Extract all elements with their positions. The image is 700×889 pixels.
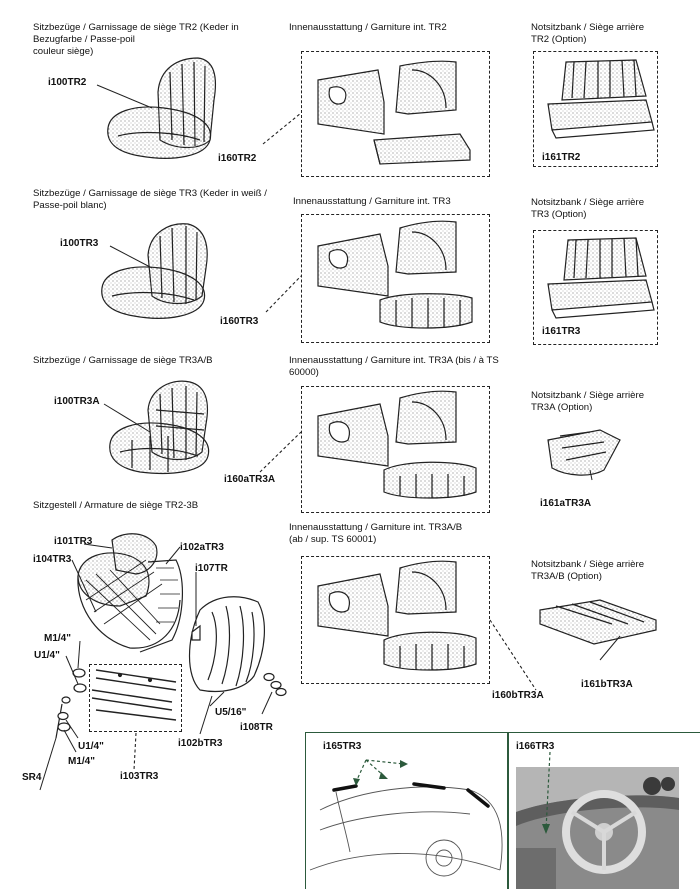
caption-tr3a-interior: Innenausstattung / Garniture int. TR3A (… <box>289 355 499 378</box>
code-i160tr2: i160TR2 <box>218 153 257 164</box>
code-i166tr3: i166TR3 <box>516 741 555 752</box>
code-i100tr2: i100TR2 <box>48 77 87 88</box>
code-i103tr3: i103TR3 <box>120 771 159 782</box>
code-sr4: SR4 <box>22 772 42 783</box>
interior-tr3a-box <box>301 386 490 513</box>
rear-seat-tr2-box <box>533 51 658 167</box>
seat-tr2-drawing <box>107 57 217 159</box>
caption-tr3-interior: Innenausstattung / Garniture int. TR3 <box>293 196 451 207</box>
caption-tr3-rear-seat: Notsitzbank / Siège arrière TR3 (Option) <box>531 197 645 220</box>
code-i102atr3: i102aTR3 <box>180 542 224 553</box>
caption-tr2-seat: Sitzbezüge / Garnissage de siège TR2 (Ke… <box>33 22 239 57</box>
code-i161tr2: i161TR2 <box>542 152 581 163</box>
code-i160btr3a: i160bTR3A <box>492 690 544 701</box>
code-i101tr3: i101TR3 <box>54 536 93 547</box>
rear-seat-tr3-box <box>533 230 658 345</box>
code-u5-16: U5/16" <box>215 707 247 718</box>
code-i160tr3: i160TR3 <box>220 316 259 327</box>
code-m1-4-top: M1/4" <box>44 633 71 644</box>
code-i161btr3a: i161bTR3A <box>581 679 633 690</box>
seat-rail-box <box>89 664 182 732</box>
seat-tr3ab-drawing <box>109 380 210 475</box>
caption-tr2-rear-seat: Notsitzbank / Siège arrière TR2 (Option) <box>531 22 645 45</box>
code-i102btr3: i102bTR3 <box>178 738 223 749</box>
caption-tr3a-rear-seat: Notsitzbank / Siège arrière TR3A (Option… <box>531 390 645 413</box>
caption-tr3ab-rear-seat: Notsitzbank / Siège arrière TR3A/B (Opti… <box>531 559 645 582</box>
caption-tr3ab-interior: Innenausstattung / Garniture int. TR3A/B… <box>289 522 463 545</box>
caption-tr2-interior: Innenausstattung / Garniture int. TR2 <box>289 22 447 33</box>
caption-tr3-seat: Sitzbezüge / Garnissage de siège TR3 (Ke… <box>33 188 267 211</box>
code-i100tr3a: i100TR3A <box>54 396 100 407</box>
code-i161tr3: i161TR3 <box>542 326 581 337</box>
code-i165tr3: i165TR3 <box>323 741 362 752</box>
code-m1-4-bottom: M1/4" <box>68 756 95 767</box>
interior-tr3-box <box>301 214 490 343</box>
code-u1-4-bottom: U1/4" <box>78 741 104 752</box>
hood-frame-panel <box>305 732 508 889</box>
code-i107tr: i107TR <box>195 563 228 574</box>
rear-seat-tr3a-drawing <box>547 429 621 476</box>
code-i161atr3a: i161aTR3A <box>540 498 592 509</box>
interior-tr3ab-box <box>301 556 490 684</box>
rear-seat-tr3ab-drawing <box>539 599 657 645</box>
code-u1-4-top: U1/4" <box>34 650 60 661</box>
caption-seat-frame: Sitzgestell / Armature de siège TR2-3B <box>33 500 199 511</box>
caption-tr3ab-seat: Sitzbezüge / Garnissage de siège TR3A/B <box>33 355 213 366</box>
dash-photo-panel <box>508 732 700 889</box>
code-i108tr: i108TR <box>240 722 273 733</box>
code-i100tr3: i100TR3 <box>60 238 99 249</box>
code-i160atr3a: i160aTR3A <box>224 474 276 485</box>
interior-tr2-box <box>301 51 490 177</box>
code-i104tr3: i104TR3 <box>33 554 72 565</box>
seat-tr3-drawing <box>101 223 208 319</box>
